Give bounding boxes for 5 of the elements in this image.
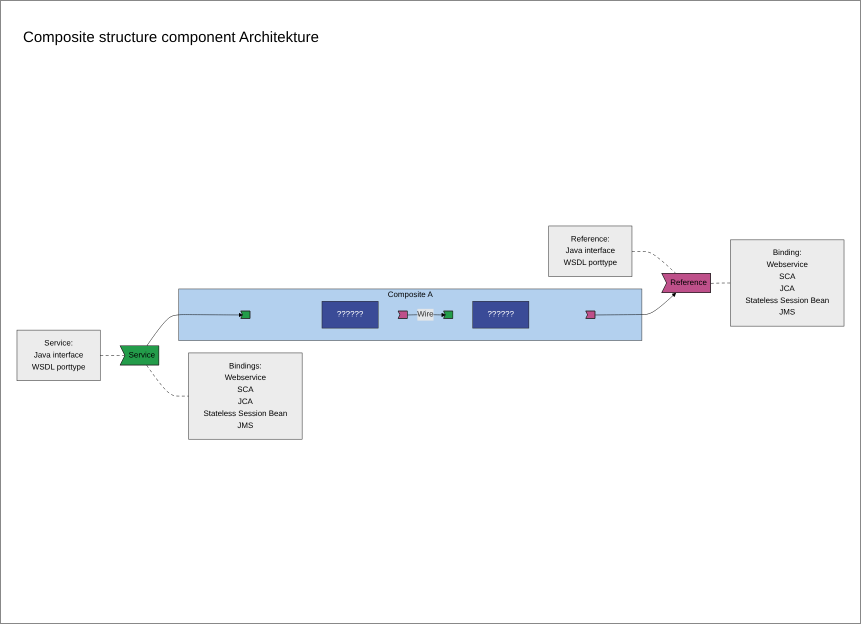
connector	[710, 282, 731, 284]
connector	[632, 250, 676, 274]
diagram-title: Composite structure component Architekture	[23, 29, 319, 46]
connector	[146, 364, 189, 396]
connector	[100, 355, 126, 356]
